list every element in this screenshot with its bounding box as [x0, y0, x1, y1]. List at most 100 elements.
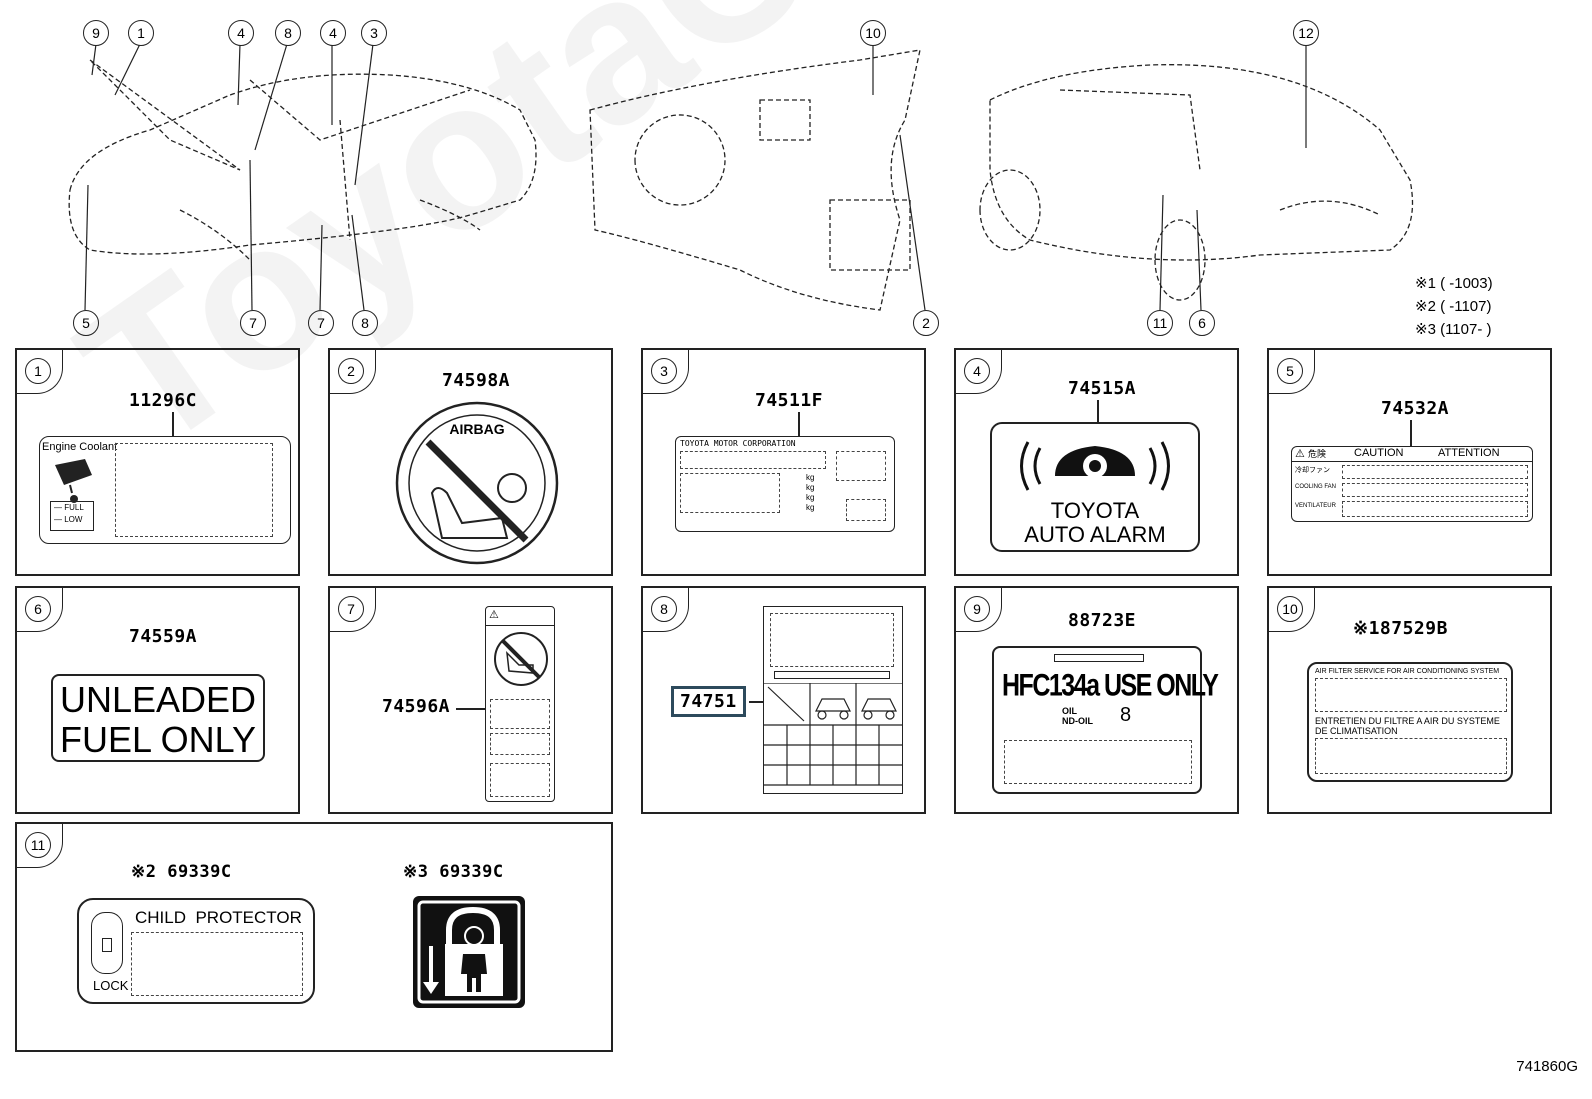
panel-number: 7: [338, 596, 364, 622]
panel-7-side-label: 7 74596A ⚠: [328, 586, 613, 814]
maker-text: TOYOTA MOTOR CORPORATION: [680, 439, 796, 448]
panel-tab: 3: [643, 350, 689, 394]
hfc134a-label: HFC134a USE ONLY OIL ND-OIL 8: [992, 646, 1219, 794]
panel-11-child-protector: 11 ※2 69339C ※3 69339C LOCK CHILD PROTEC…: [15, 822, 613, 1052]
part-number: 74532A: [1381, 398, 1450, 419]
panel-tab: 9: [956, 588, 1002, 632]
caution-text: CAUTION: [1354, 447, 1404, 459]
panel-number: 4: [964, 358, 990, 384]
kg-4: kg: [806, 503, 815, 512]
tire-pressure-placard: [763, 606, 903, 794]
panel-5-caution-label: 5 74532A ⚠ 危険 CAUTION ATTENTION 冷却ファン CO…: [1267, 348, 1552, 576]
coolant-jug-icon: [55, 459, 92, 503]
fuel-line-1: UNLEADED: [59, 679, 257, 720]
oil-number: 8: [1120, 704, 1132, 726]
auto-alarm-label: TOYOTA AUTO ALARM: [990, 422, 1200, 552]
kg-3: kg: [806, 493, 815, 502]
panel-number: 6: [25, 596, 51, 622]
tire-grid: [764, 683, 902, 786]
figure-id: 741860G: [1516, 1058, 1578, 1075]
lock-text: LOCK: [93, 978, 129, 993]
oil-text: OIL: [1062, 706, 1077, 716]
panel-3-tire-label: 3 74511F TOYOTA MOTOR CORPORATION kg kg …: [641, 348, 926, 576]
panel-tab: 11: [17, 824, 63, 868]
panel-tab: 2: [330, 350, 376, 394]
child-lock-icon: [417, 900, 521, 1004]
callout-4a: 4: [228, 20, 254, 46]
part-number: 88723E: [1068, 610, 1137, 631]
filter-line-1: AIR FILTER SERVICE FOR AIR CONDITIONING …: [1315, 668, 1500, 675]
fan-jp: 冷却ファン: [1295, 467, 1330, 474]
part-number: 74515A: [1068, 378, 1137, 399]
panel-8-tire-pressure-label: 8 74751: [641, 586, 926, 814]
danger-jp: 危険: [1308, 449, 1327, 459]
air-filter-service-label: AIR FILTER SERVICE FOR AIR CONDITIONING …: [1307, 662, 1513, 782]
callout-8a: 8: [275, 20, 301, 46]
callout-5: 5: [73, 310, 99, 336]
note-1: ※1 ( -1003): [1415, 275, 1493, 292]
panel-tab: 8: [643, 588, 689, 632]
fan-caution-label: ⚠ 危険 CAUTION ATTENTION 冷却ファン COOLING FAN…: [1291, 446, 1533, 522]
alarm-line-1: TOYOTA: [1050, 498, 1140, 523]
panel-9-refrigerant-label: 9 88723E HFC134a USE ONLY OIL ND-OIL 8: [954, 586, 1239, 814]
callout-7b: 7: [308, 310, 334, 336]
child-lock-pictogram: [413, 896, 525, 1008]
warning-triangle-icon: ⚠: [1295, 448, 1305, 460]
callout-1: 1: [128, 20, 154, 46]
panel-number: 3: [651, 358, 677, 384]
child-protector-title: CHILD PROTECTOR: [135, 908, 302, 927]
panel-tab: 6: [17, 588, 63, 632]
nd-oil-text: ND-OIL: [1062, 716, 1093, 726]
part-number: ※187529B: [1353, 618, 1448, 639]
vehicle-illustrations: [68, 43, 1414, 311]
panel-6-fuel-label: 6 74559A UNLEADED FUEL ONLY: [15, 586, 300, 814]
panel-number: 5: [1277, 358, 1303, 384]
panel-number: 10: [1277, 596, 1303, 622]
panel-tab: 10: [1269, 588, 1315, 632]
panel-number: 9: [964, 596, 990, 622]
callout-6: 6: [1189, 310, 1215, 336]
coolant-title: Engine Coolant: [42, 441, 118, 453]
no-child-seat-icon: [494, 632, 548, 686]
panel-number: 11: [25, 832, 51, 858]
filter-line-2: ENTRETIEN DU FILTRE A AIR DU SYSTEME: [1315, 716, 1500, 726]
panel-tab: 5: [1269, 350, 1315, 394]
child-protector-label: LOCK CHILD PROTECTOR: [77, 898, 315, 1004]
unleaded-fuel-label: UNLEADED FUEL ONLY: [51, 674, 265, 762]
ventilateur: VENTILATEUR: [1295, 503, 1336, 509]
kg-1: kg: [806, 473, 815, 482]
fuel-line-2: FUEL ONLY: [59, 719, 257, 760]
panel-tab: 4: [956, 350, 1002, 394]
callout-3: 3: [361, 20, 387, 46]
part-number: 74559A: [129, 626, 198, 647]
part-number-b: ※3 69339C: [403, 862, 504, 882]
kg-2: kg: [806, 483, 815, 492]
text-block: [115, 443, 273, 537]
full-label: — FULL: [54, 503, 84, 512]
svg-text:AIRBAG: AIRBAG: [449, 421, 504, 437]
panel-tab: 7: [330, 588, 376, 632]
attention-text: ATTENTION: [1438, 447, 1500, 459]
callout-4b: 4: [320, 20, 346, 46]
callout-9: 9: [83, 20, 109, 46]
coolant-label: Engine Coolant — FULL — LOW: [39, 436, 291, 544]
car-alarm-icon: [1020, 441, 1170, 491]
part-number[interactable]: 74751: [671, 686, 746, 717]
panel-2-airbag-label: 2 74598A AIRBAG: [328, 348, 613, 576]
part-number: 11296C: [129, 390, 198, 411]
panel-1-coolant-label: 1 11296C Engine Coolant — FULL — LOW: [15, 348, 300, 576]
panel-number: 8: [651, 596, 677, 622]
lock-switch-icon: [102, 938, 112, 952]
airbag-warning-icon: AIRBAG: [395, 401, 559, 565]
cooling-fan: COOLING FAN: [1295, 484, 1337, 490]
callout-8b: 8: [352, 310, 378, 336]
low-label: — LOW: [54, 515, 83, 524]
note-2: ※2 ( -1107): [1415, 298, 1492, 315]
panel-number: 1: [25, 358, 51, 384]
note-3: ※3 (1107- ): [1415, 321, 1492, 338]
vertical-warning-label: ⚠: [485, 606, 555, 802]
filter-line-3: DE CLIMATISATION: [1315, 726, 1398, 736]
panel-4-alarm-label: 4 74515A TOYOTA AUTO ALARM: [954, 348, 1239, 576]
callout-10: 10: [860, 20, 886, 46]
panel-10-air-filter-label: 10 ※187529B AIR FILTER SERVICE FOR AIR C…: [1267, 586, 1552, 814]
